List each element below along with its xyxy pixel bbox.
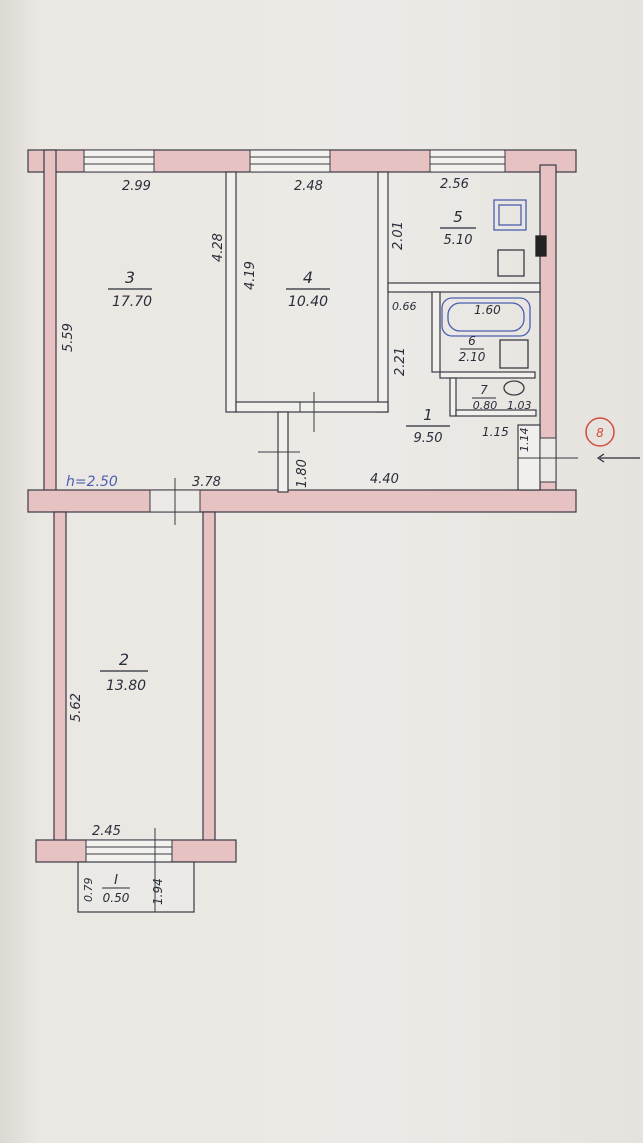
walls (27, 149, 577, 863)
fixtures (441, 199, 547, 396)
entrance-mark-label: 8 (596, 426, 604, 440)
dim-room6-length: 2.21 (393, 347, 408, 376)
dimension-labels: 2.99 2.48 2.56 5.59 4.28 4.19 2.01 1.60 … (61, 177, 532, 905)
dim-corridor-length: 1.80 (295, 459, 310, 488)
partition-wc-bottom (455, 409, 537, 417)
dim-bath-width: 1.60 (474, 303, 501, 317)
dim-room2-width: 2.45 (92, 824, 121, 839)
entrance-arrow-icon (596, 453, 605, 463)
doors (149, 392, 578, 525)
room6-number: 6 (468, 334, 476, 348)
room1-number: 1 (423, 406, 433, 424)
toilet-icon (503, 380, 525, 396)
partition-bath-left (431, 291, 441, 373)
door-entrance (539, 437, 557, 483)
middle-wall (27, 489, 577, 513)
room4-number: 4 (303, 268, 313, 287)
sink-icon (497, 249, 525, 277)
exterior-wall-left (43, 149, 57, 509)
partition-wc-left (449, 377, 457, 417)
room2-area: 13.80 (106, 678, 146, 694)
dim-room5-length: 2.01 (391, 221, 406, 250)
dim-corridor-width: 3.78 (192, 475, 221, 490)
room6-area: 2.10 (459, 350, 486, 364)
dim-entrance-width: 1.15 (482, 425, 509, 439)
dim-balcony-depth: 0.79 (82, 878, 95, 903)
dim-entrance-length: 1.14 (518, 428, 531, 453)
partition-3-4 (225, 171, 237, 413)
windows (83, 149, 506, 863)
room2-number: 2 (119, 650, 129, 669)
partitions (225, 171, 541, 493)
room2-wall-right (202, 511, 216, 843)
room5-number: 5 (453, 208, 463, 226)
room1-area: 9.50 (414, 431, 443, 446)
partition-bath-bottom (439, 371, 536, 379)
window-room4 (249, 149, 331, 173)
dim-bath-gap: 0.66 (392, 300, 417, 313)
room4-area: 10.40 (288, 294, 328, 310)
dim-room4-width: 2.48 (294, 179, 323, 194)
balcony-area: 0.50 (103, 891, 130, 905)
partition-4-hall (377, 171, 389, 413)
dim-room3-right-length: 4.28 (211, 233, 226, 262)
stove-icon (493, 199, 527, 231)
balcony-number: I (114, 873, 118, 888)
dim-room4-length: 4.19 (243, 261, 258, 290)
room3-number: 3 (125, 268, 135, 287)
entrance-marker: 8 (585, 417, 640, 463)
room7-number: 7 (480, 383, 488, 397)
partition-4-bottom (235, 401, 389, 413)
room-labels: 3 17.70 4 10.40 5 5.10 6 2.10 7 0.80 1 9… (100, 208, 497, 905)
balcony (77, 861, 195, 913)
room2-wall-left (53, 511, 67, 843)
room3-area: 17.70 (112, 294, 152, 310)
window-room2 (85, 839, 173, 863)
dim-room3-left-length: 5.59 (61, 323, 76, 352)
dim-hall-width: 4.40 (370, 472, 399, 487)
boiler-icon (535, 235, 547, 257)
ceiling-height: h=2.50 (66, 474, 118, 490)
partition-5-bottom (387, 282, 541, 293)
window-room3 (83, 149, 155, 173)
room7-area: 0.80 (473, 399, 498, 412)
dim-room3-width: 2.99 (122, 179, 151, 194)
dim-balcony-width: 1.94 (151, 878, 165, 905)
bathtub-icon (441, 297, 531, 337)
dim-room2-length: 5.62 (69, 693, 84, 722)
dim-room7-width: 1.03 (507, 399, 532, 412)
dim-room5-width: 2.56 (440, 177, 469, 192)
room5-area: 5.10 (444, 233, 473, 248)
window-room5 (429, 149, 506, 173)
washbasin-icon (499, 339, 529, 369)
